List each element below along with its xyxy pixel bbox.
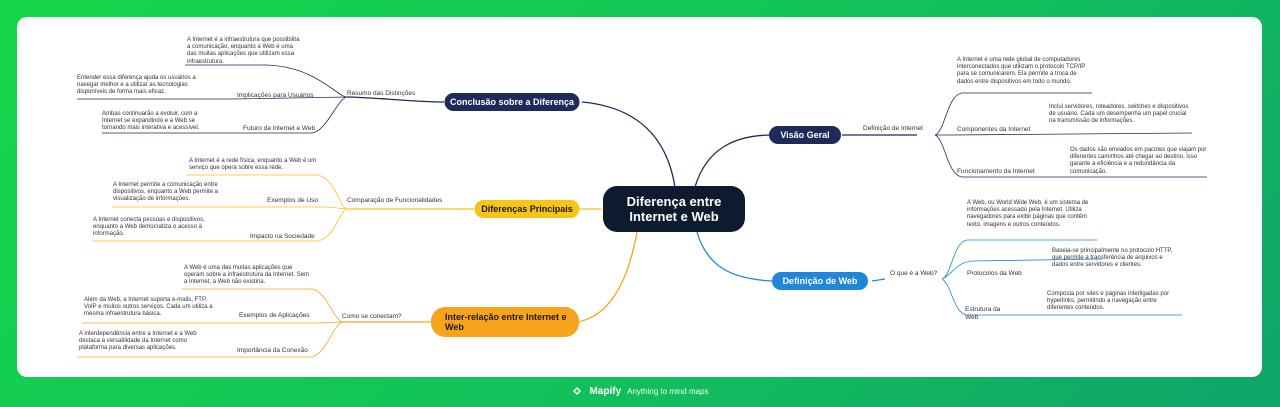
leaf-text: A Web, ou World Wide Web, é um sistema d… [967, 200, 1089, 228]
sub-definicao-internet[interactable]: Definição de Internet [863, 125, 923, 132]
leaf-label[interactable]: Futuro da Internet e Web [243, 125, 316, 132]
mapify-logo-icon [573, 387, 582, 395]
leaf-text: A Internet é uma rede global de computad… [957, 57, 1086, 85]
branch-conclusao-label: Conclusão sobre a Diferença [449, 97, 575, 107]
sub-como-se-conectam[interactable]: Como se conectam? [342, 313, 402, 320]
leaf-label[interactable]: Componentes da Internet [957, 126, 1031, 133]
leaf-label[interactable]: Estrutura da Web [965, 306, 1001, 321]
leaf-text: Os dados são enviados em pacotes que via… [1070, 147, 1207, 175]
branch-definicao-web-label: Definição de Web [782, 276, 858, 286]
footer-brand: Mapify [589, 385, 622, 397]
branch-diferencas[interactable]: Diferenças Principais [474, 200, 580, 218]
branch-visao-geral[interactable]: Visão Geral [769, 126, 841, 144]
branch-interrelacao-label: Inter-relação entre Internet e Web [445, 312, 567, 332]
leaf-text: A Internet é a infraestrutura que possib… [187, 37, 300, 65]
leaf-label[interactable]: Impacto na Sociedade [250, 233, 315, 240]
leaf-text: A Internet conecta pessoas e dispositivo… [93, 217, 205, 238]
central-topic-label: Diferença entre Internet e Web [626, 194, 722, 224]
leaf-text: A interdependência entre a Internet e a … [79, 331, 197, 352]
sub-resumo-distincoes[interactable]: Resumo das Distinções [347, 90, 416, 97]
leaf-label[interactable]: Exemplos de Aplicações [239, 312, 310, 319]
sub-o-que-e-web[interactable]: O que é a Web? [890, 270, 938, 277]
leaf-text: Inclui servidores, roteadores, switches … [1049, 104, 1189, 125]
leaf-label[interactable]: Funcionamento da Internet [957, 168, 1035, 175]
leaf-label[interactable]: Importância da Conexão [237, 347, 308, 354]
mind-map-canvas: Diferença entre Internet e Web Conclusão… [17, 17, 1262, 377]
branch-conclusao[interactable]: Conclusão sobre a Diferença [444, 93, 580, 111]
leaf-text: A Internet é a rede física, enquanto a W… [189, 158, 317, 172]
central-topic[interactable]: Diferença entre Internet e Web [603, 186, 745, 232]
leaf-text: A Internet permite a comunicação entre d… [113, 182, 218, 203]
branch-interrelacao[interactable]: Inter-relação entre Internet e Web [431, 307, 579, 337]
leaf-text: Além da Web, a Internet suporta e-mails,… [84, 297, 213, 318]
branch-diferencas-label: Diferenças Principais [481, 204, 573, 214]
leaf-label[interactable]: Exemplos de Uso [267, 197, 318, 204]
footer: Mapify Anything to mind maps [0, 385, 1280, 397]
branch-visao-geral-label: Visão Geral [780, 130, 830, 140]
connector-lines [77, 64, 1207, 358]
sub-comparacao[interactable]: Comparação de Funcionalidades [347, 197, 443, 204]
branch-definicao-web[interactable]: Definição de Web [772, 272, 868, 290]
leaf-text: Ambas continuarão a evoluir, com a Inter… [102, 111, 200, 132]
footer-tagline: Anything to mind maps [627, 386, 709, 396]
leaf-label[interactable]: Implicações para Usuários [237, 92, 314, 99]
leaf-text: A Web é uma das muitas aplicações que op… [184, 265, 310, 286]
leaf-label[interactable]: Protocolos da Web [967, 270, 1022, 277]
leaf-text: Baseia-se principalmente no protocolo HT… [1052, 248, 1173, 269]
leaf-text: Entender essa diferença ajuda os usuário… [77, 75, 196, 96]
leaf-text: Composta por sites e páginas interligada… [1047, 291, 1170, 312]
